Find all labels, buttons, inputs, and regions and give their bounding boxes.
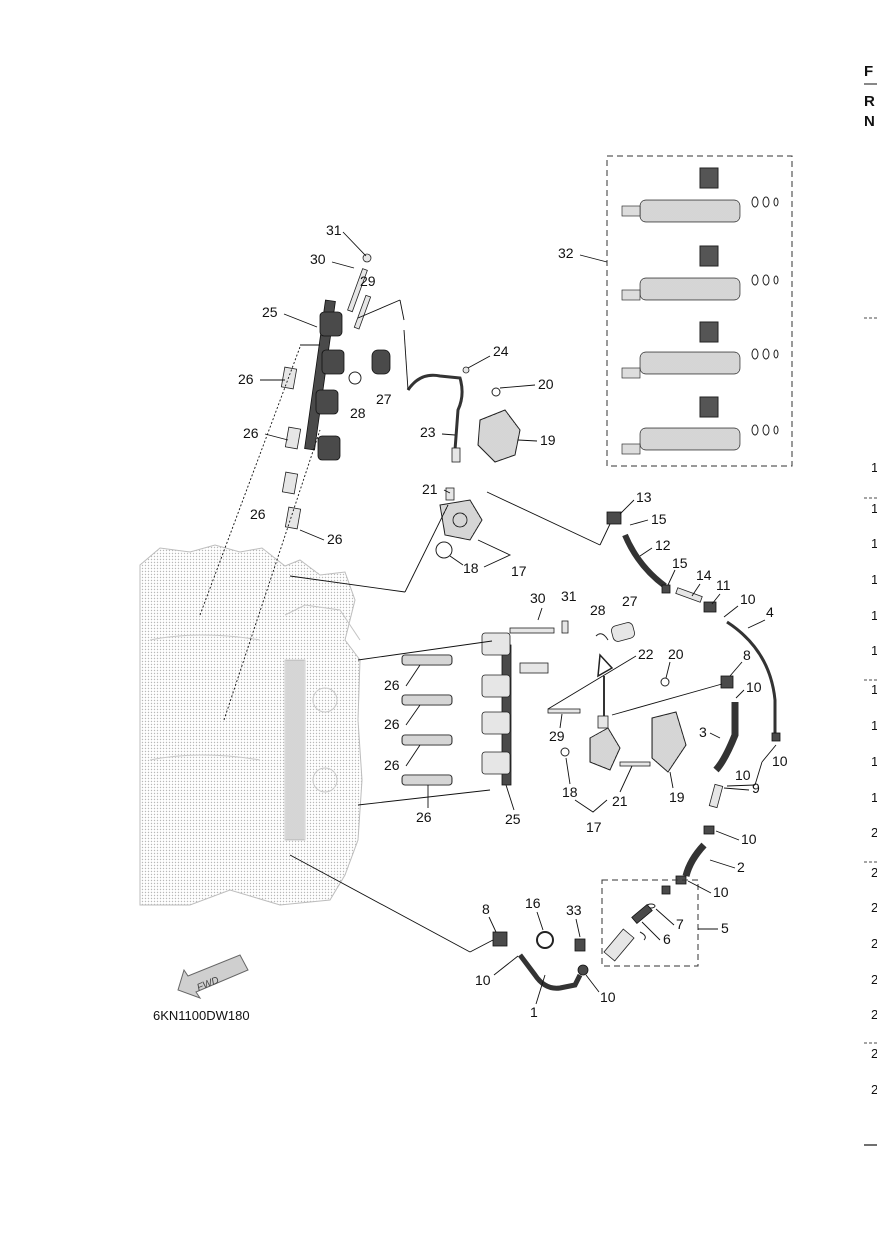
diagram-code: 6KN1100DW180 bbox=[153, 1008, 250, 1023]
callout-label: 10 bbox=[713, 884, 729, 900]
callout-label: 7 bbox=[676, 916, 684, 932]
callout-label: 8 bbox=[482, 901, 490, 917]
callout-label: 9 bbox=[752, 780, 760, 796]
edge-row: 1 bbox=[871, 460, 877, 475]
edge-row: 2 bbox=[871, 972, 877, 987]
callout-label: 25 bbox=[505, 811, 521, 827]
callout-label: 10 bbox=[746, 679, 762, 695]
edge-row: 1 bbox=[871, 501, 877, 516]
injector-row bbox=[401, 654, 453, 786]
callout-label: 29 bbox=[360, 273, 376, 289]
callout-label: 26 bbox=[238, 371, 254, 387]
injector-set bbox=[621, 167, 779, 223]
edge-row: 1 bbox=[871, 572, 877, 587]
callout-label: 10 bbox=[735, 767, 751, 783]
edge-row: 2 bbox=[871, 825, 877, 840]
callout-label: 14 bbox=[696, 567, 712, 583]
callout-label: 19 bbox=[669, 789, 685, 805]
callout-label: 3 bbox=[699, 724, 707, 740]
callout-label: 23 bbox=[420, 424, 436, 440]
callout-label: 26 bbox=[250, 506, 266, 522]
callout-label: 6 bbox=[663, 931, 671, 947]
edge-row: 1 bbox=[871, 718, 877, 733]
callout-label: 10 bbox=[600, 989, 616, 1005]
callout-label: 26 bbox=[384, 677, 400, 693]
callout-label: 19 bbox=[540, 432, 556, 448]
callout-label: 10 bbox=[772, 753, 788, 769]
injector-set bbox=[621, 245, 779, 301]
callout-label: 4 bbox=[766, 604, 774, 620]
callout-label: 20 bbox=[538, 376, 554, 392]
callout-label: 24 bbox=[493, 343, 509, 359]
callout-label: 10 bbox=[740, 591, 756, 607]
engine-block bbox=[139, 544, 363, 906]
edge-header-letter: F bbox=[864, 63, 873, 80]
callout-label: 30 bbox=[530, 590, 546, 606]
callout-label: 28 bbox=[590, 602, 606, 618]
callout-label: 26 bbox=[243, 425, 259, 441]
callout-label: 26 bbox=[327, 531, 343, 547]
callout-label: 15 bbox=[651, 511, 667, 527]
callout-label: 26 bbox=[384, 716, 400, 732]
edge-row: 1 bbox=[871, 682, 877, 697]
edge-row: 2 bbox=[871, 1007, 877, 1022]
callout-label: 8 bbox=[743, 647, 751, 663]
callout-label: 31 bbox=[561, 588, 577, 604]
fuel-hoses bbox=[492, 511, 781, 991]
edge-row: 2 bbox=[871, 1082, 877, 1097]
callout-label: 15 bbox=[672, 555, 688, 571]
callout-label: 30 bbox=[310, 251, 326, 267]
edge-header-line3: N bbox=[864, 113, 875, 130]
fwd-arrow: FWD bbox=[177, 954, 249, 999]
callout-label: 20 bbox=[668, 646, 684, 662]
callout-label: 16 bbox=[525, 895, 541, 911]
injector-set bbox=[621, 321, 779, 379]
callout-label: 31 bbox=[326, 222, 342, 238]
callout-label: 33 bbox=[566, 902, 582, 918]
callout-label: 27 bbox=[622, 593, 638, 609]
edge-row: 1 bbox=[871, 536, 877, 551]
callout-label: 1 bbox=[530, 1004, 538, 1020]
callout-label: 21 bbox=[612, 793, 628, 809]
callout-label: 2 bbox=[737, 859, 745, 875]
callout-label: 26 bbox=[384, 757, 400, 773]
callout-label: 10 bbox=[741, 831, 757, 847]
reference-lines bbox=[199, 299, 777, 953]
callout-label: 10 bbox=[475, 972, 491, 988]
edge-row: 2 bbox=[871, 1046, 877, 1061]
edge-row: 2 bbox=[871, 936, 877, 951]
page-edge-fragments: F R N 1 1 1 1 1 1 1 1 1 1 2 2 2 2 2 2 2 … bbox=[864, 63, 877, 1146]
injector-assembly-box bbox=[606, 155, 793, 467]
callout-label: 21 bbox=[422, 481, 438, 497]
injector-set bbox=[621, 396, 779, 455]
upper-fuel-rail bbox=[280, 253, 391, 530]
callout-label: 25 bbox=[262, 304, 278, 320]
callout-label: 5 bbox=[721, 920, 729, 936]
callout-label: 27 bbox=[376, 391, 392, 407]
callout-label: 18 bbox=[562, 784, 578, 800]
callout-label: 11 bbox=[716, 577, 731, 593]
upper-high-pressure-pump bbox=[406, 366, 521, 559]
edge-row: 2 bbox=[871, 900, 877, 915]
callout-label: 17 bbox=[586, 819, 602, 835]
callout-label: 17 bbox=[511, 563, 527, 579]
callout-label: 32 bbox=[558, 245, 574, 261]
callout-label: 18 bbox=[463, 560, 479, 576]
callout-label: 26 bbox=[416, 809, 432, 825]
callout-label: 13 bbox=[636, 489, 652, 505]
callout-label: 28 bbox=[350, 405, 366, 421]
edge-row: 1 bbox=[871, 754, 877, 769]
edge-row: 1 bbox=[871, 790, 877, 805]
edge-row: 1 bbox=[871, 643, 877, 658]
lower-fuel-rail bbox=[401, 620, 687, 786]
callout-label: 12 bbox=[655, 537, 671, 553]
callout-label: 22 bbox=[638, 646, 654, 662]
callout-labels: 31 30 29 25 26 27 28 26 26 26 24 20 23 1… bbox=[238, 222, 788, 1020]
edge-header-line2: R bbox=[864, 93, 875, 110]
callout-label: 29 bbox=[549, 728, 565, 744]
edge-row: 2 bbox=[871, 865, 877, 880]
edge-row: 1 bbox=[871, 608, 877, 623]
